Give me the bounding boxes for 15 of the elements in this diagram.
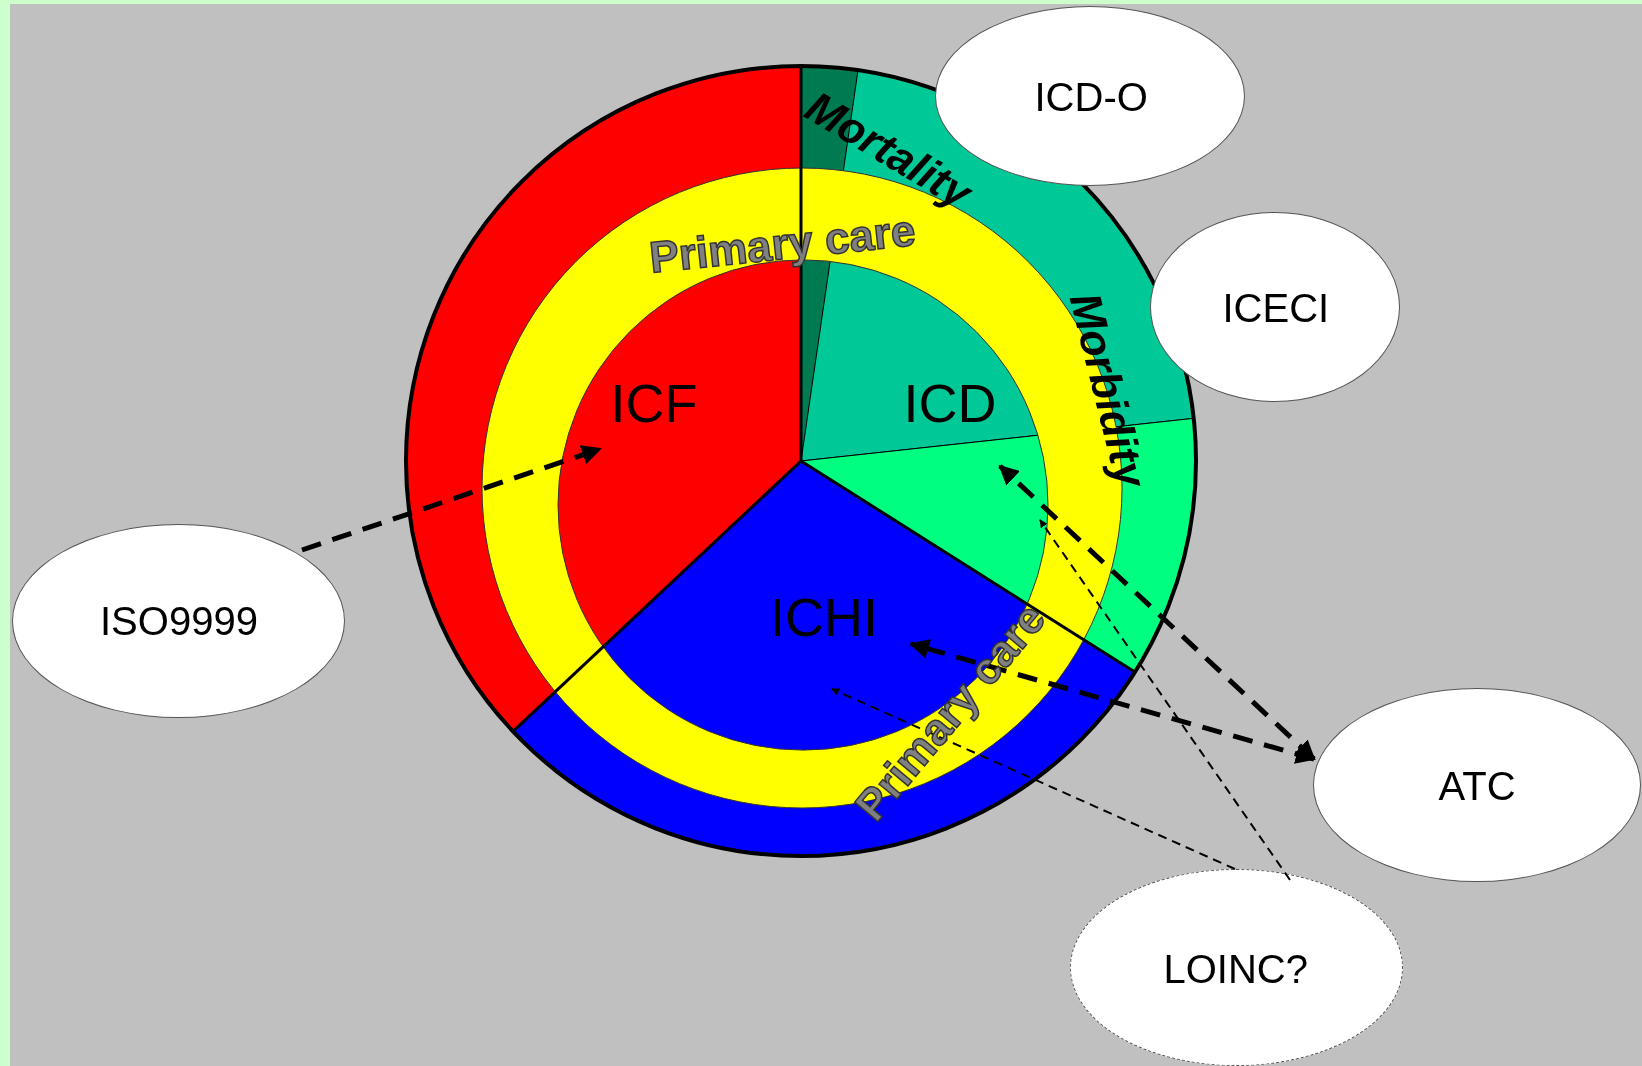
- dashed-arrow: [909, 639, 1316, 764]
- band-label: Morbidity: [1059, 287, 1157, 493]
- node-label: LOINC?: [1163, 946, 1308, 992]
- dashed-arrow: [998, 464, 1316, 761]
- node-label: ICECI: [1222, 285, 1330, 331]
- dashed-arrow: [301, 445, 602, 553]
- band-label: Primary care: [646, 205, 917, 283]
- dashed-arrow: [831, 688, 1236, 870]
- sector-label: ICF: [610, 372, 698, 434]
- node-label: ATC: [1438, 763, 1516, 809]
- node-label: ICD-O: [1034, 74, 1148, 120]
- node-label: ISO9999: [100, 598, 258, 644]
- dashed-arrow: [1039, 519, 1291, 881]
- sector-label: ICHI: [770, 586, 878, 648]
- sector-label: ICD: [903, 372, 997, 434]
